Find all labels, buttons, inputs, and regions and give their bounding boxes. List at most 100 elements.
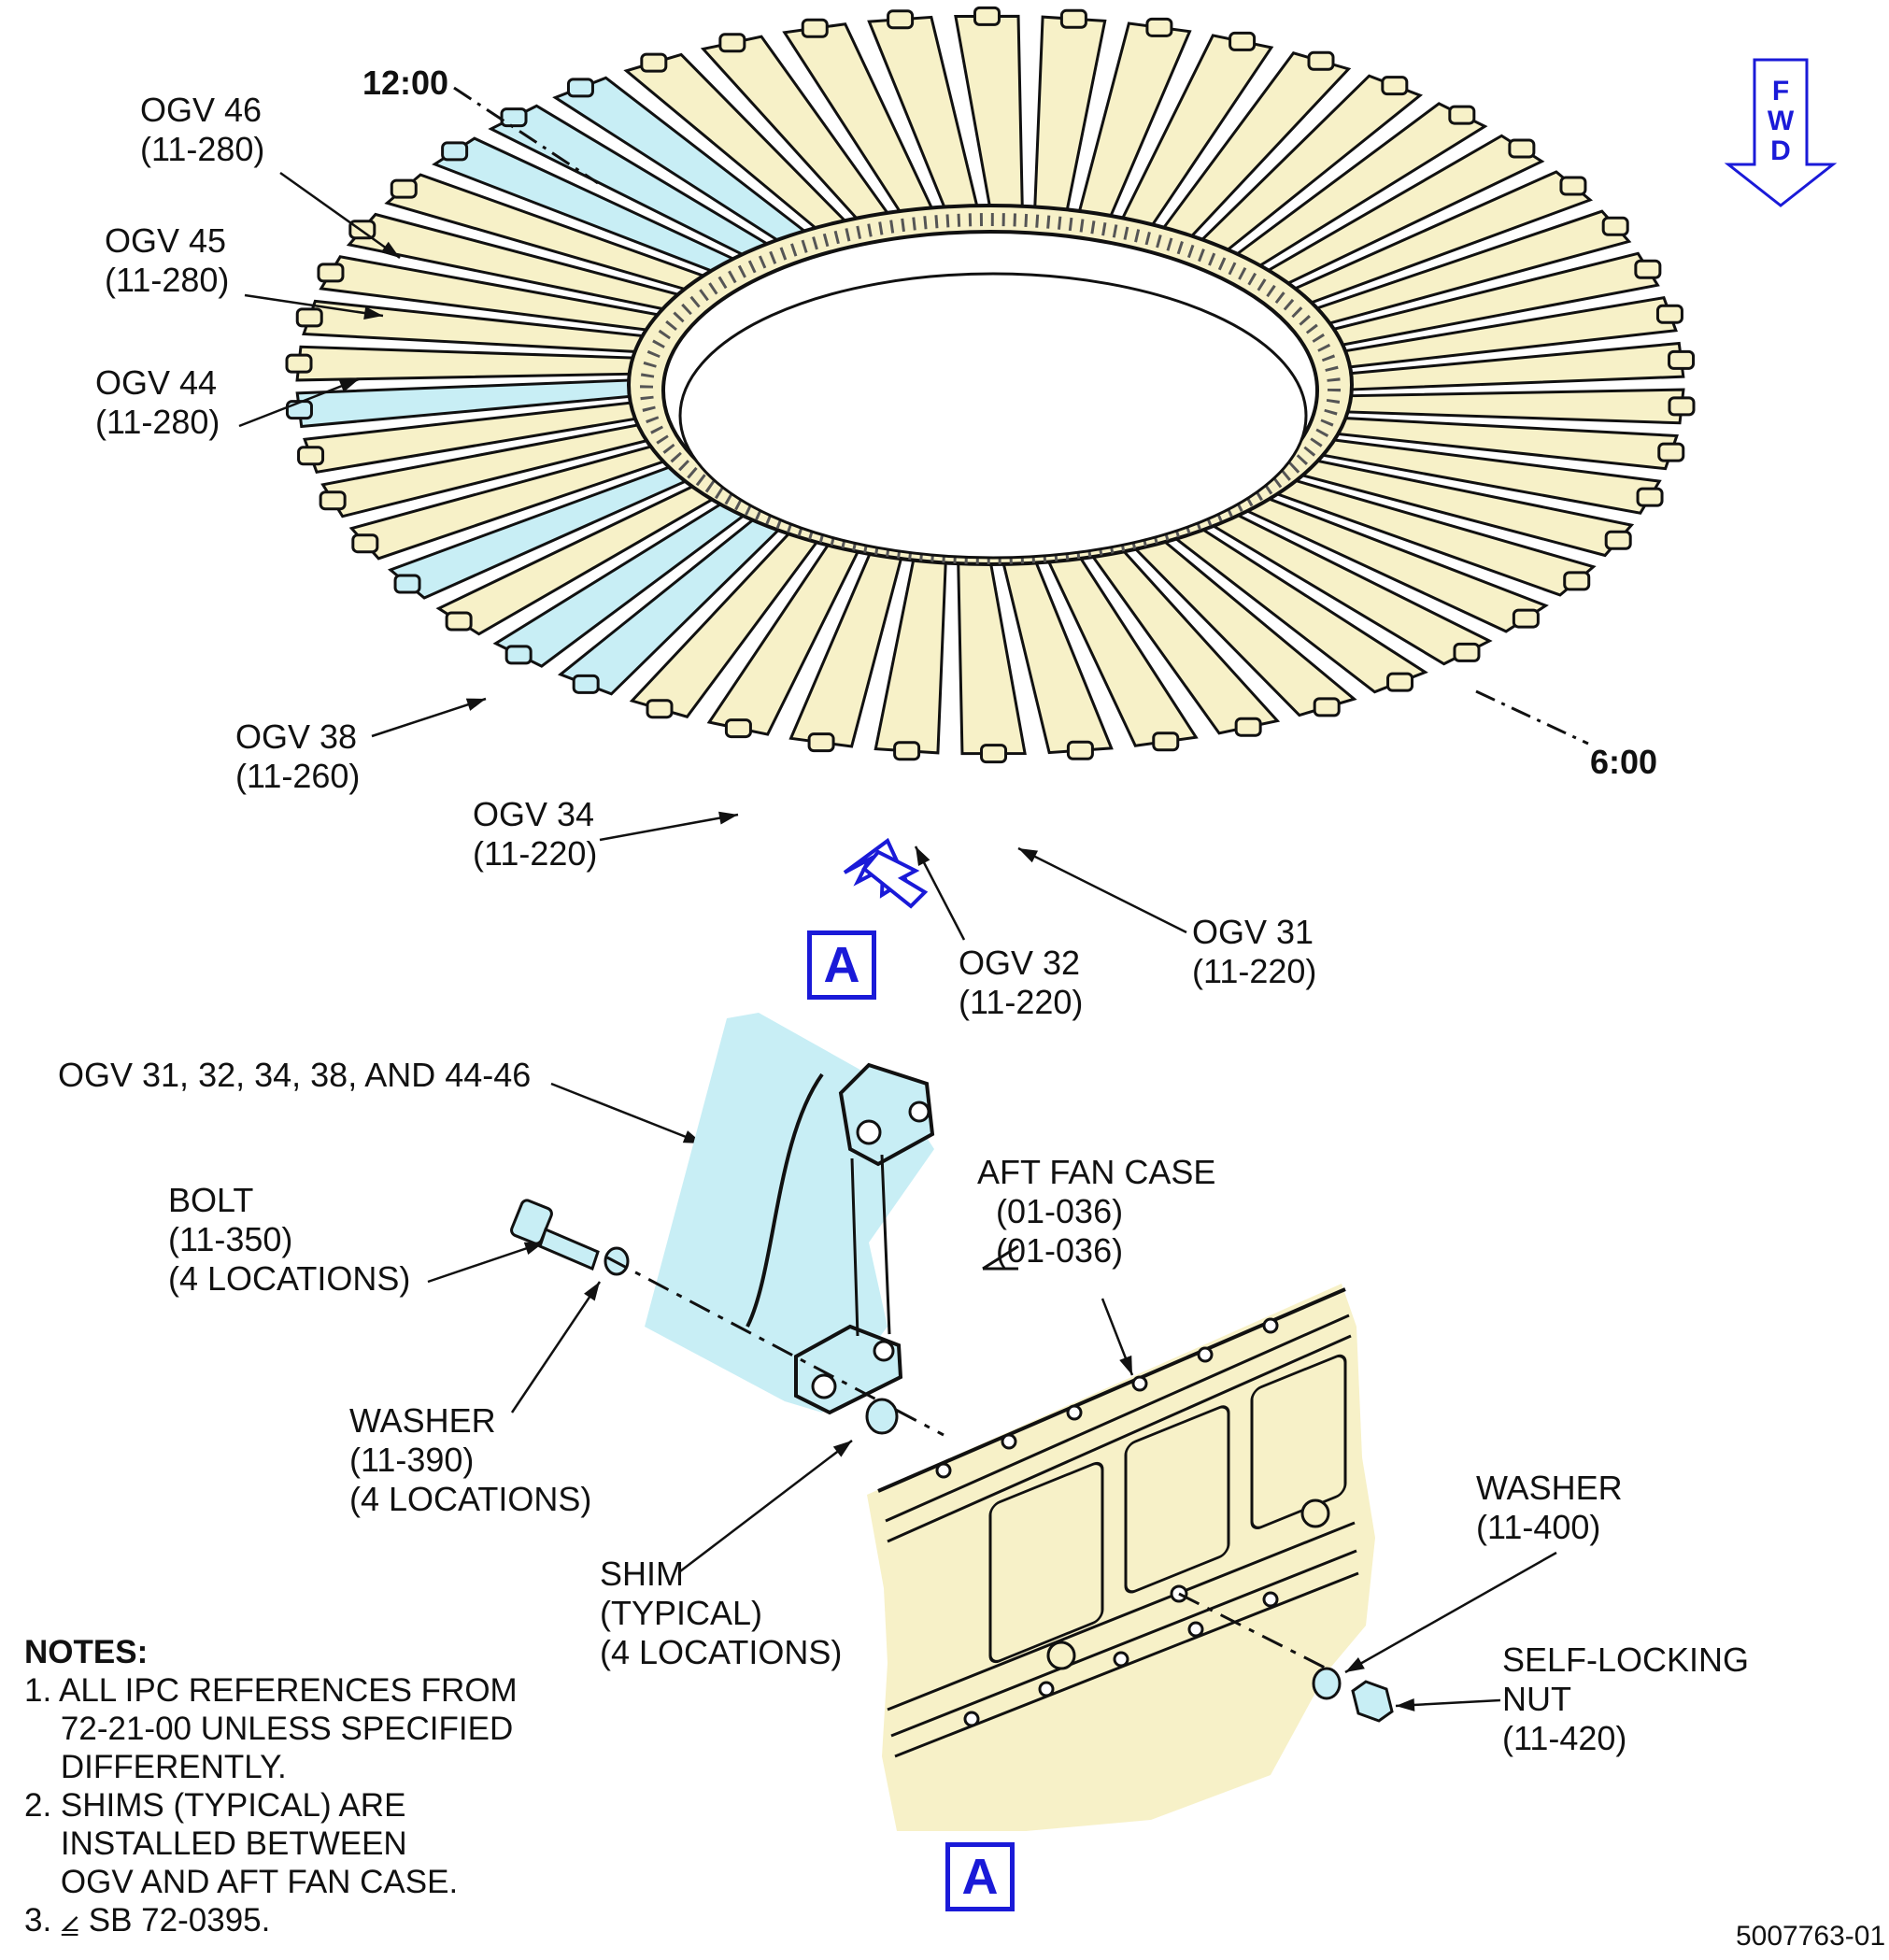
vane-mount-foot — [1386, 672, 1414, 692]
leader-line — [279, 171, 401, 260]
leader-line — [427, 1241, 545, 1284]
leader-arrowhead — [718, 811, 738, 825]
document-number: 5007763-01 — [1736, 1921, 1886, 1952]
ogv-44-callout: OGV 44 (11-280) — [95, 363, 220, 441]
vane-mount-foot — [390, 178, 418, 199]
ogv-46-callout: OGV 46 (11-280) — [140, 91, 265, 168]
note-line: 72-21-00 UNLESS SPECIFIED — [24, 1711, 514, 1747]
leader-arrowhead — [1396, 1697, 1415, 1711]
vane-mount-foot — [566, 78, 594, 98]
view-a-marker-detail: A — [945, 1842, 1015, 1911]
vane-mount-foot — [1307, 50, 1335, 71]
ogv-45-callout: OGV 45 (11-280) — [105, 221, 230, 299]
vane-mount-foot — [1604, 530, 1632, 550]
vane-mount-foot — [807, 732, 835, 753]
leader-line — [244, 293, 384, 318]
vane-mount-foot — [893, 741, 921, 761]
vane-mount-foot — [441, 141, 469, 162]
vane-mount-foot — [887, 9, 915, 30]
vane-mount-foot — [297, 446, 325, 466]
callout-leaders — [238, 171, 1557, 1711]
vane-mount-foot — [1066, 740, 1094, 760]
leader-arrowhead — [380, 241, 400, 258]
leader-line — [1344, 1551, 1557, 1674]
vane-mount-foot — [295, 307, 323, 328]
ogv-group-label: OGV 31, 32, 34, 38, AND 44-46 — [58, 1056, 532, 1094]
vane-mount-foot — [317, 263, 345, 283]
leader-line — [371, 697, 487, 738]
leader-arrowhead — [465, 698, 486, 711]
vane-mount-foot — [1448, 105, 1476, 125]
aft-fan-case-detail — [867, 1284, 1375, 1831]
note-3-marker — [982, 1244, 1019, 1271]
vane-mount-foot — [1512, 608, 1540, 629]
vane — [295, 345, 642, 382]
leader-line — [679, 1440, 853, 1572]
vane-mount-foot — [1145, 17, 1173, 37]
notes-title: NOTES: — [24, 1634, 149, 1670]
ogv-38-callout: OGV 38 (11-260) — [235, 717, 361, 795]
note-line: INSTALLED BETWEEN — [24, 1825, 407, 1862]
nut-washer-label: WASHER (11-400) — [1476, 1469, 1623, 1546]
shim — [865, 1398, 899, 1435]
bolt-label: BOLT (11-350) (4 LOCATIONS) — [168, 1181, 411, 1298]
vane-mount-foot — [1313, 697, 1341, 717]
fwd-arrow — [1724, 58, 1838, 207]
vane-mount-foot — [1657, 442, 1685, 462]
vane-mount-foot — [504, 645, 533, 665]
ogv-34-callout: OGV 34 (11-220) — [473, 795, 598, 873]
leader-line — [238, 377, 360, 428]
vane-mount-foot — [1234, 717, 1262, 737]
case-nuts — [1046, 1498, 1330, 1670]
view-a-arrow-outline — [861, 849, 929, 909]
leader-line — [599, 813, 739, 842]
clock-6-label: 6:00 — [1590, 743, 1658, 781]
note-line: 3. ⦤ SB 72-0395. — [24, 1902, 271, 1939]
leader-arrowhead — [584, 1282, 600, 1301]
leader-arrowhead — [916, 846, 930, 866]
fwd-letter-f: F — [1771, 76, 1790, 107]
self-locking-nut — [1351, 1680, 1394, 1723]
note-line: 2. SHIMS (TYPICAL) ARE — [24, 1787, 406, 1824]
inner-ring-hatch — [640, 213, 1341, 564]
vane-mount-foot — [393, 574, 421, 594]
shim-label: SHIM (TYPICAL) (4 LOCATIONS) — [600, 1555, 843, 1671]
vane-mount-foot — [1636, 487, 1664, 507]
aft-fan-case-label: AFT FAN CASE (01-036) (01-036) — [977, 1153, 1216, 1270]
leader-arrowhead — [363, 306, 383, 320]
leader-line — [510, 1281, 602, 1413]
leader-arrowhead — [523, 1242, 544, 1256]
self-locking-nut-label: SELF-LOCKING NUT (11-420) — [1502, 1640, 1750, 1757]
inner-ring-bore — [678, 272, 1308, 560]
fwd-letter-d: D — [1770, 135, 1791, 166]
ogv-end-fitting — [645, 1013, 935, 1415]
vane-mount-foot — [1668, 396, 1696, 417]
vane-mount-foot — [1229, 31, 1257, 51]
vane-mount-foot — [1634, 259, 1662, 279]
flange-holes — [935, 1317, 1279, 1727]
leader-line — [550, 1082, 703, 1145]
vane-mount-foot — [285, 400, 313, 420]
note-line: OGV AND AFT FAN CASE. — [24, 1864, 459, 1900]
vane-mount-foot — [801, 18, 829, 38]
vane-mount-foot — [973, 6, 1001, 26]
vane-mount-foot — [348, 220, 376, 240]
leader-arrowhead — [1119, 1355, 1132, 1375]
ogv-31-callout: OGV 31 (11-220) — [1192, 913, 1317, 990]
ogv-32-callout: OGV 32 (11-220) — [959, 944, 1084, 1021]
clock-12-line — [453, 86, 599, 185]
vane-mount-foot — [445, 611, 473, 632]
bolt — [510, 1199, 600, 1271]
vane-mount-foot — [1559, 176, 1587, 196]
leader-arrowhead — [832, 1441, 852, 1457]
fwd-indicator: F W D — [1764, 77, 1797, 166]
nut-washer — [1312, 1667, 1342, 1700]
leader-arrowhead — [1018, 848, 1039, 863]
notes-block: NOTES: 1. ALL IPC REFERENCES FROM 72-21-… — [24, 1633, 518, 1939]
bolt-washer-label: WASHER (11-390) (4 LOCATIONS) — [349, 1401, 592, 1518]
vane-mount-foot — [1668, 349, 1696, 370]
vane-mount-foot — [500, 107, 528, 128]
fan-case-ring-assembly — [285, 6, 1696, 764]
vane-mount-foot — [1453, 642, 1481, 662]
vane-mount-foot — [646, 699, 674, 719]
